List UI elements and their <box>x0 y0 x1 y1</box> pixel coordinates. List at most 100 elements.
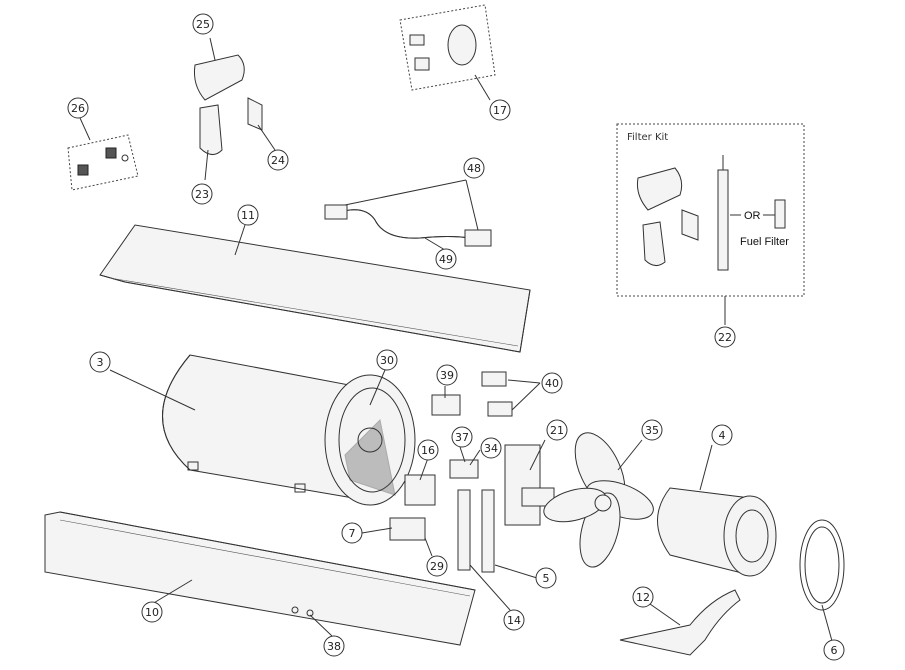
gasket-part-24 <box>247 97 263 131</box>
callout-circle <box>323 635 345 657</box>
callout-circle <box>376 349 398 371</box>
callout-label: 40 <box>545 377 559 390</box>
parts-box-17 <box>399 4 496 91</box>
callout-label: 24 <box>271 154 285 167</box>
callout-circle <box>341 522 363 544</box>
callout-label: 6 <box>831 644 838 657</box>
callout-circle <box>435 248 457 270</box>
callout-6: 6 <box>823 639 845 661</box>
callout-21: 21 <box>546 419 568 441</box>
callout-label: 38 <box>327 640 341 653</box>
motor-part-4 <box>657 487 777 577</box>
filter-kit-title: Filter Kit <box>627 132 668 143</box>
leader-lines <box>79 37 833 642</box>
callout-label: 30 <box>380 354 394 367</box>
bracket-part-12 <box>619 589 741 656</box>
callout-35: 35 <box>641 419 663 441</box>
callout-16: 16 <box>417 439 439 461</box>
callout-label: 10 <box>145 606 159 619</box>
callout-label: 26 <box>71 102 85 115</box>
callout-circle <box>823 639 845 661</box>
callout-14: 14 <box>503 609 525 631</box>
callout-label: 14 <box>507 614 521 627</box>
callout-circle <box>632 586 654 608</box>
callout-48: 48 <box>463 157 485 179</box>
callout-label: 37 <box>455 431 469 444</box>
burner-head-part-30 <box>324 374 416 506</box>
filter-kit-box: Filter Kit OR Fuel Filter <box>616 123 805 297</box>
callout-circle <box>67 97 89 119</box>
callout-label: 22 <box>718 331 732 344</box>
combustion-chamber-part-3 <box>162 354 366 501</box>
filter-bracket-part-23 <box>199 104 223 155</box>
callout-label: 3 <box>97 356 104 369</box>
callout-label: 7 <box>349 527 356 540</box>
callout-circle <box>480 437 502 459</box>
callout-25: 25 <box>192 13 214 35</box>
callout-29: 29 <box>426 555 448 577</box>
callouts: 3456710111214161721222324252629303435373… <box>67 13 845 661</box>
filter-cap-part-25 <box>194 54 245 101</box>
callout-circle <box>141 601 163 623</box>
callout-11: 11 <box>237 204 259 226</box>
callout-circle <box>535 567 557 589</box>
callout-circle <box>546 419 568 441</box>
callout-circle <box>541 372 563 394</box>
callout-5: 5 <box>535 567 557 589</box>
guard-ring-part-6 <box>799 519 845 611</box>
callout-3: 3 <box>89 351 111 373</box>
callout-circle <box>89 351 111 373</box>
callout-39: 39 <box>436 364 458 386</box>
callout-circle <box>451 426 473 448</box>
callout-26: 26 <box>67 97 89 119</box>
upper-housing-part-11 <box>99 224 531 353</box>
callout-circle <box>489 99 511 121</box>
callout-37: 37 <box>451 426 473 448</box>
callout-label: 48 <box>467 162 481 175</box>
fuel-line-part-49 <box>324 204 492 247</box>
callout-circle <box>436 364 458 386</box>
or-label: OR <box>744 210 761 222</box>
callout-label: 34 <box>484 442 498 455</box>
callout-label: 23 <box>195 188 209 201</box>
callout-label: 12 <box>636 591 650 604</box>
callout-49: 49 <box>435 248 457 270</box>
callout-24: 24 <box>267 149 289 171</box>
callout-circle <box>463 157 485 179</box>
callout-7: 7 <box>341 522 363 544</box>
callout-34: 34 <box>480 437 502 459</box>
callout-4: 4 <box>711 424 733 446</box>
callout-22: 22 <box>714 326 736 348</box>
callout-label: 39 <box>440 369 454 382</box>
callout-circle <box>714 326 736 348</box>
callout-label: 17 <box>493 104 507 117</box>
parts-box-26 <box>67 134 139 191</box>
callout-circle <box>711 424 733 446</box>
callout-17: 17 <box>489 99 511 121</box>
callout-23: 23 <box>191 183 213 205</box>
callout-label: 16 <box>421 444 435 457</box>
fan-part-35 <box>543 432 654 568</box>
callout-circle <box>417 439 439 461</box>
callout-30: 30 <box>376 349 398 371</box>
callout-label: 5 <box>543 572 550 585</box>
callout-circle <box>503 609 525 631</box>
callout-label: 21 <box>550 424 564 437</box>
callout-circle <box>237 204 259 226</box>
callout-label: 49 <box>439 253 453 266</box>
callout-label: 11 <box>241 209 255 222</box>
callout-label: 29 <box>430 560 444 573</box>
callout-circle <box>426 555 448 577</box>
callout-10: 10 <box>141 601 163 623</box>
callout-label: 4 <box>719 429 726 442</box>
callout-label: 25 <box>196 18 210 31</box>
callout-label: 35 <box>645 424 659 437</box>
callout-12: 12 <box>632 586 654 608</box>
callout-circle <box>267 149 289 171</box>
callout-circle <box>192 13 214 35</box>
callout-38: 38 <box>323 635 345 657</box>
lower-housing-part-10 <box>44 511 476 646</box>
callout-circle <box>191 183 213 205</box>
callout-40: 40 <box>541 372 563 394</box>
